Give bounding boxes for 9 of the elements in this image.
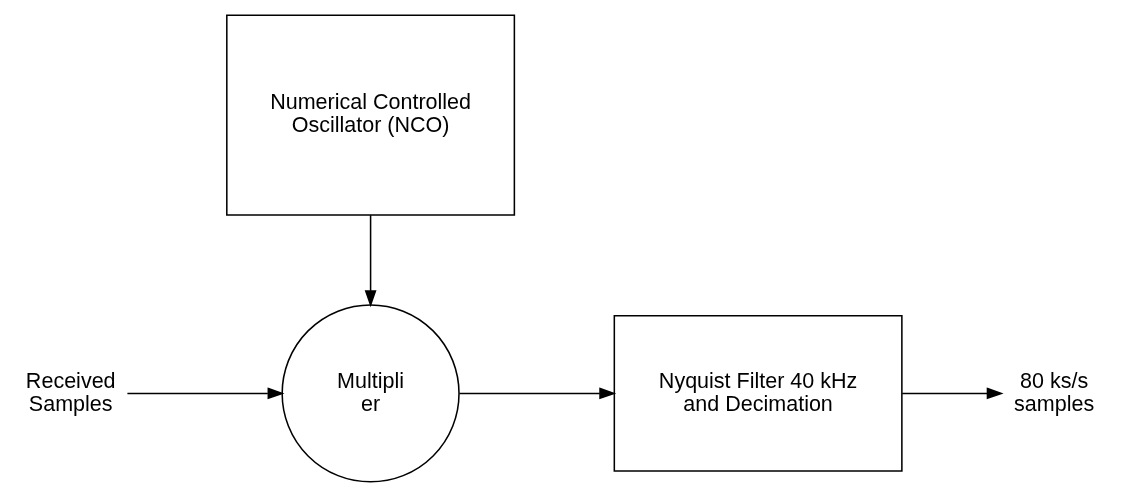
arrow (364, 213, 377, 307)
node-text: 80 ks/s samples (1014, 368, 1095, 416)
node-circle: Multipli er (281, 303, 460, 483)
node-text: Received Samples (25, 368, 116, 416)
node-box: Numerical Controlled Oscillator (NCO) (226, 13, 516, 216)
arrow (126, 387, 285, 399)
arrow (901, 387, 1004, 399)
node-box: Nyquist Filter 40 kHz and Decimation (613, 314, 903, 472)
arrow (458, 387, 617, 399)
